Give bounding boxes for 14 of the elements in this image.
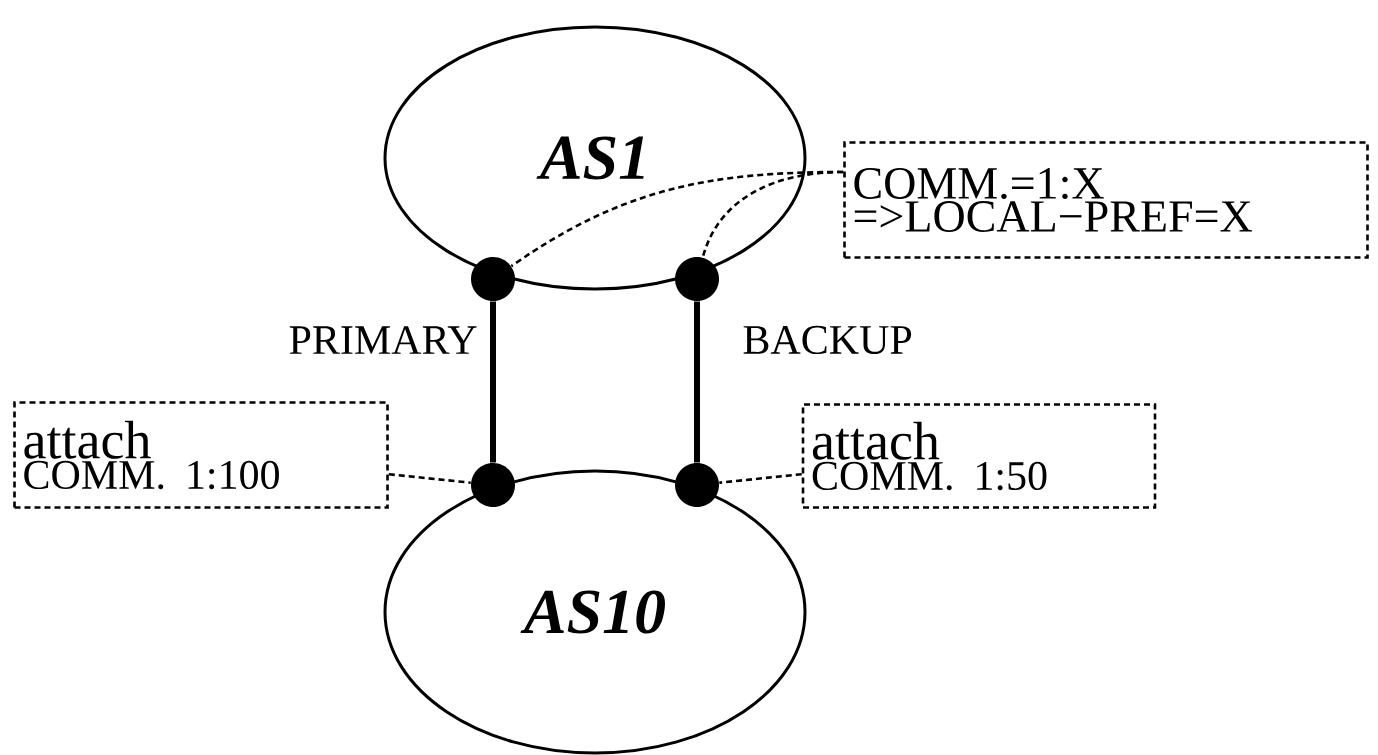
router-dot (471, 463, 515, 507)
router-dot (675, 463, 719, 507)
router-dot (471, 257, 515, 301)
annotation-box: attach COMM. 1:100 (13, 401, 389, 509)
annotation-box: COMM.=1:X =>LOCAL−PREF=X (843, 141, 1369, 259)
leader-line (701, 170, 844, 258)
annotation-box: attach COMM. 1:50 (801, 403, 1157, 509)
leader-line (388, 472, 471, 484)
link-line (490, 301, 496, 463)
edge-label: BACKUP (740, 323, 915, 357)
link-line (694, 301, 700, 463)
edge-label: PRIMARY (286, 324, 480, 356)
router-dot (675, 257, 719, 301)
leader-line (719, 472, 802, 484)
